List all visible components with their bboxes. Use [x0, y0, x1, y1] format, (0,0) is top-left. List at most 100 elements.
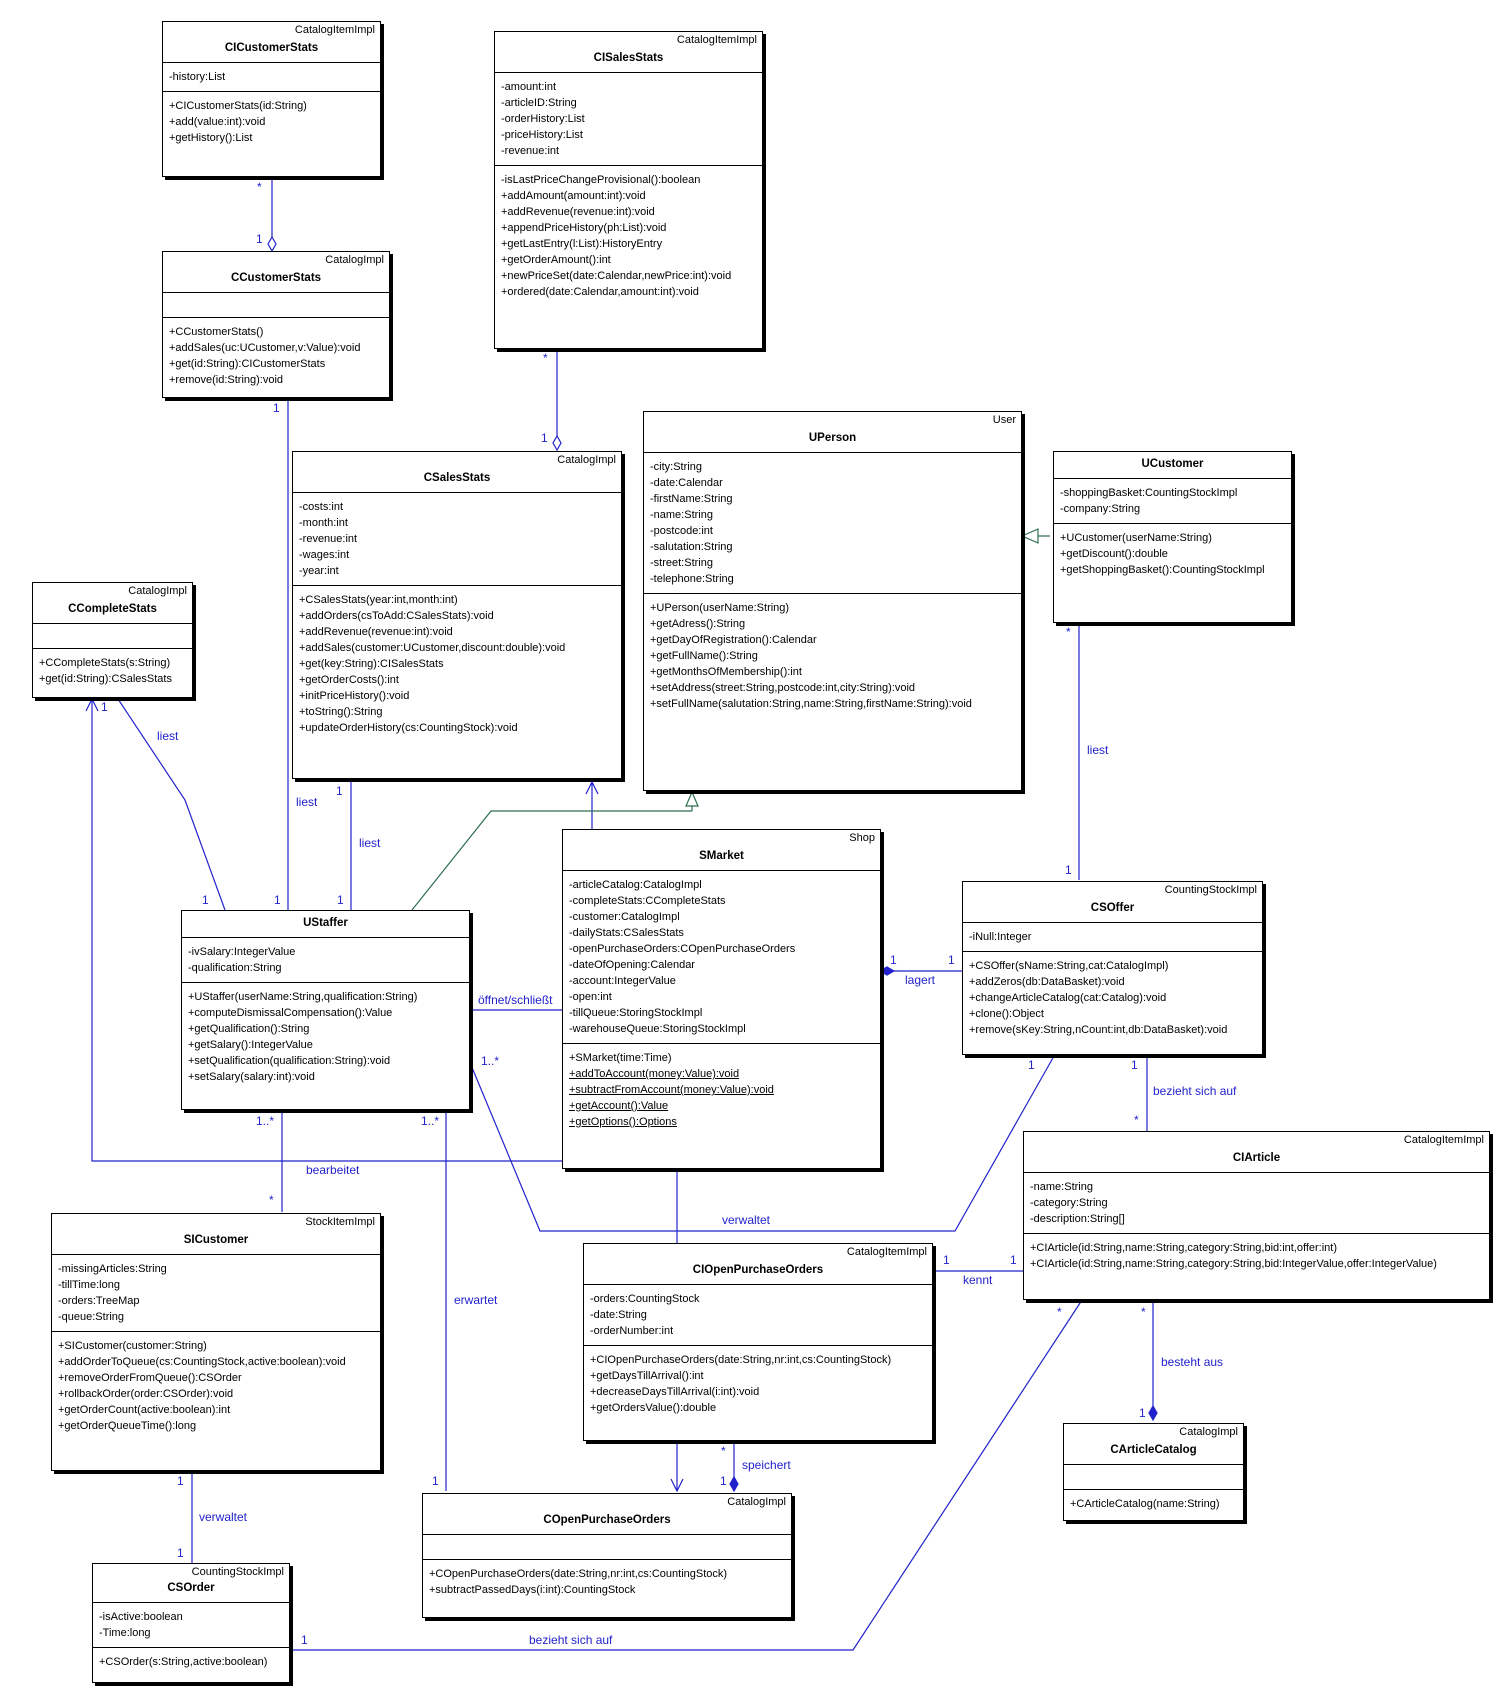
class-ciopenpurchaseorders[interactable]: CatalogItemImpl CIOpenPurchaseOrders -or…	[583, 1243, 933, 1441]
inheritance-triangle	[685, 790, 699, 807]
operations-section: +CIOpenPurchaseOrders(date:String,nr:int…	[584, 1346, 932, 1422]
attributes-section	[423, 1535, 791, 1560]
class-operation: +getOrderQueueTime():long	[58, 1420, 197, 1432]
class-stereotype: User	[992, 414, 1016, 426]
class-csorder[interactable]: CountingStockImpl CSOrder -isActive:bool…	[92, 1563, 290, 1683]
class-operation: +getDaysTillArrival():int	[590, 1370, 704, 1382]
multiplicity: *	[257, 180, 262, 194]
assoc-label-liest: liest	[359, 836, 381, 850]
assoc-liest-ccompletestats	[117, 698, 226, 911]
class-operation: +addRevenue(revenue:int):void	[299, 626, 453, 638]
class-operation: +addOrders(csToAdd:CSalesStats):void	[299, 610, 494, 622]
class-operation: +subtractFromAccount(money:Value):void	[569, 1084, 774, 1096]
operations-section: +UStaffer(userName:String,qualification:…	[182, 983, 469, 1091]
multiplicity: 1	[541, 431, 548, 445]
assoc-label-liest: liest	[157, 729, 179, 743]
class-smarket[interactable]: Shop SMarket -articleCatalog:CatalogImpl…	[562, 829, 881, 1169]
class-ucustomer[interactable]: UCustomer -shoppingBasket:CountingStockI…	[1053, 451, 1292, 623]
class-operation: +CSalesStats(year:int,month:int)	[299, 594, 458, 606]
attributes-section: -missingArticles:String-tillTime:long-or…	[52, 1255, 380, 1332]
multiplicity: 1	[1028, 1058, 1035, 1072]
class-operation: +getOrdersValue():double	[590, 1402, 717, 1414]
class-attribute: -orders:TreeMap	[58, 1295, 140, 1307]
class-ciarticle[interactable]: CatalogItemImpl CIArticle -name:String-c…	[1023, 1131, 1490, 1300]
class-header: CountingStockImpl CSOrder	[93, 1564, 289, 1603]
class-header: CatalogItemImpl CIArticle	[1024, 1132, 1489, 1173]
class-name: CIArticle	[1232, 1152, 1281, 1164]
class-cicustomerstats[interactable]: CatalogItemImpl CICustomerStats -history…	[162, 21, 381, 177]
class-attribute: -warehouseQueue:StoringStockImpl	[569, 1023, 746, 1035]
class-name: CIOpenPurchaseOrders	[692, 1264, 824, 1276]
class-ustaffer[interactable]: UStaffer -ivSalary:IntegerValue-qualific…	[181, 910, 470, 1110]
composition-diamond	[729, 1475, 739, 1493]
class-name: CSOrder	[167, 1582, 215, 1594]
class-operation: +getQualification():String	[188, 1023, 310, 1035]
multiplicity: 1	[273, 401, 280, 415]
class-csalesstats[interactable]: CatalogImpl CSalesStats -costs:int-month…	[292, 451, 622, 779]
assoc-bearbeitet	[91, 699, 562, 1162]
class-header: Shop SMarket	[563, 830, 880, 871]
multiplicity: 1	[1010, 1253, 1017, 1267]
class-operation: +UCustomer(userName:String)	[1060, 532, 1212, 544]
class-stereotype: CatalogImpl	[128, 585, 187, 597]
arrowhead	[85, 697, 99, 712]
multiplicity: 1	[101, 700, 108, 714]
assoc-label-erwartet: erwartet	[454, 1293, 498, 1307]
class-operation: +getDayOfRegistration():Calendar	[650, 634, 817, 646]
class-sicustomer[interactable]: StockItemImpl SICustomer -missingArticle…	[51, 1213, 381, 1471]
class-name: UCustomer	[1141, 458, 1204, 470]
operations-section: +CSOffer(sName:String,cat:CatalogImpl)+a…	[963, 952, 1262, 1044]
class-attribute: -city:String	[650, 461, 702, 473]
class-attribute: -postcode:int	[650, 525, 713, 537]
attributes-section: -ivSalary:IntegerValue-qualification:Str…	[182, 938, 469, 983]
operations-section: +SICustomer(customer:String)+addOrderToQ…	[52, 1332, 380, 1440]
class-attribute: -completeStats:CCompleteStats	[569, 895, 726, 907]
class-copenpurchaseorders[interactable]: CatalogImpl COpenPurchaseOrders +COpenPu…	[422, 1493, 792, 1618]
multiplicity: *	[1057, 1305, 1062, 1319]
class-header: User UPerson	[644, 412, 1021, 453]
operations-section: +COpenPurchaseOrders(date:String,nr:int,…	[423, 1560, 791, 1604]
class-ccompletestats[interactable]: CatalogImpl CCompleteStats +CCompleteSta…	[32, 582, 193, 698]
attributes-section: -amount:int-articleID:String-orderHistor…	[495, 73, 762, 166]
attributes-section: -name:String-category:String-description…	[1024, 1173, 1489, 1234]
multiplicity: 1	[337, 893, 344, 907]
class-name: CArticleCatalog	[1110, 1444, 1197, 1456]
class-operation: +getOrderCount(active:boolean):int	[58, 1404, 231, 1416]
aggregation-diamond	[267, 235, 277, 253]
class-header: CatalogImpl CCompleteStats	[33, 583, 192, 624]
class-cisalesstats[interactable]: CatalogItemImpl CISalesStats -amount:int…	[494, 31, 763, 349]
assoc-label-speichert: speichert	[742, 1458, 791, 1472]
class-operation: +CCustomerStats()	[169, 326, 264, 338]
class-carticlecatalog[interactable]: CatalogImpl CArticleCatalog +CArticleCat…	[1063, 1423, 1244, 1521]
class-attribute: -Time:long	[99, 1627, 151, 1639]
class-operation: +getSalary():IntegerValue	[188, 1039, 313, 1051]
arrowhead	[585, 780, 599, 795]
class-operation: +UPerson(userName:String)	[650, 602, 790, 614]
class-attribute: -revenue:int	[299, 533, 358, 545]
multiplicity: *	[1066, 625, 1071, 639]
class-uperson[interactable]: User UPerson -city:String-date:Calendar-…	[643, 411, 1022, 791]
assoc-bezieht-sich-auf-csorder	[289, 1299, 1083, 1651]
class-header: CatalogImpl COpenPurchaseOrders	[423, 1494, 791, 1535]
class-attribute: -account:IntegerValue	[569, 975, 676, 987]
multiplicity: *	[543, 351, 548, 365]
class-csoffer[interactable]: CountingStockImpl CSOffer -iNull:Integer…	[962, 881, 1263, 1055]
class-attribute: -history:List	[169, 71, 226, 83]
class-operation: +toString():String	[299, 706, 383, 718]
class-operation: +remove(sKey:String,nCount:int,db:DataBa…	[969, 1024, 1228, 1036]
class-attribute: -dailyStats:CSalesStats	[569, 927, 684, 939]
operations-section: +CICustomerStats(id:String)+add(value:in…	[163, 92, 380, 152]
class-ccustomerstats[interactable]: CatalogImpl CCustomerStats +CCustomerSta…	[162, 251, 390, 398]
multiplicity: 1	[948, 953, 955, 967]
class-operation: +getOrderAmount():int	[501, 254, 611, 266]
class-attribute: -openPurchaseOrders:COpenPurchaseOrders	[569, 943, 796, 955]
class-operation: +rollbackOrder(order:CSOrder):void	[58, 1388, 234, 1400]
class-attribute: -articleID:String	[501, 97, 577, 109]
class-header: CatalogItemImpl CICustomerStats	[163, 22, 380, 63]
class-operation: -isLastPriceChangeProvisional():boolean	[501, 174, 701, 186]
class-attribute: -shoppingBasket:CountingStockImpl	[1060, 487, 1238, 499]
class-attribute: -year:int	[299, 565, 339, 577]
multiplicity: 1	[177, 1474, 184, 1488]
class-operation: +CICustomerStats(id:String)	[169, 100, 307, 112]
class-attribute: -open:int	[569, 991, 612, 1003]
